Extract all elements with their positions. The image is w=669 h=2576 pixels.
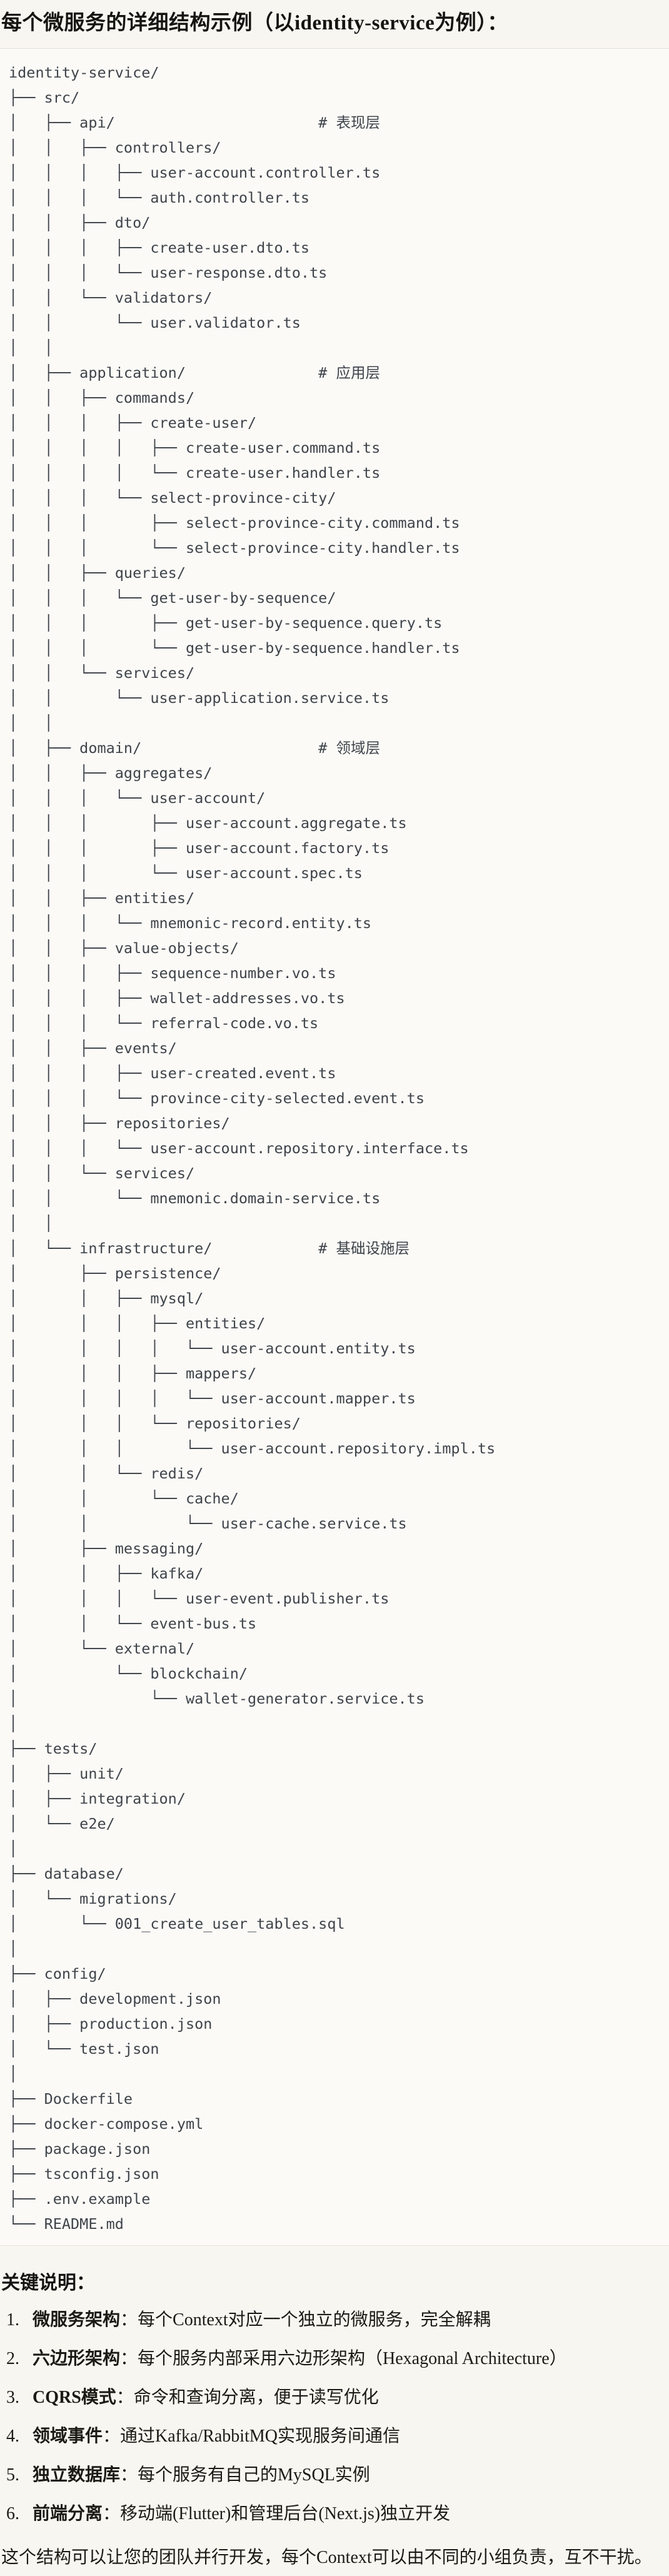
item-number: 5. (6, 2465, 19, 2485)
item-term: 六边形架构 (33, 2348, 121, 2368)
file-tree-code-block: identity-service/ ├── src/ │ ├── api/ # … (0, 48, 669, 2246)
item-term: 领域事件 (33, 2426, 103, 2446)
item-desc: ：每个服务内部采用六边形架构（Hexagonal Architecture） (120, 2348, 567, 2368)
page-title: 每个微服务的详细结构示例（以identity-service为例）： (1, 12, 508, 34)
note-item-domain-events: 4. 领域事件：通过Kafka/RabbitMQ实现服务间通信 (6, 2425, 669, 2448)
file-tree: identity-service/ ├── src/ │ ├── api/ # … (9, 63, 496, 2233)
item-term: 独立数据库 (33, 2465, 121, 2485)
note-item-cqrs: 3. CQRS模式：命令和查询分离，便于读写优化 (6, 2386, 669, 2410)
item-desc: ：每个服务有自己的MySQL实例 (120, 2465, 370, 2485)
note-item-database: 5. 独立数据库：每个服务有自己的MySQL实例 (6, 2463, 669, 2487)
item-number: 4. (6, 2426, 19, 2446)
item-number: 3. (6, 2387, 19, 2407)
note-item-microservice: 1. 微服务架构：每个Context对应一个独立的微服务，完全解耦 (6, 2308, 669, 2332)
closing-paragraph: 这个结构可以让您的团队并行开发，每个Context可以由不同的小组负责，互不干扰… (1, 2547, 652, 2567)
item-number: 6. (6, 2503, 19, 2523)
item-number: 2. (6, 2348, 19, 2368)
item-term: 微服务架构 (33, 2310, 121, 2330)
item-desc: ：移动端(Flutter)和管理后台(Next.js)独立开发 (103, 2503, 451, 2523)
item-desc: ：命令和查询分离，便于读写优化 (116, 2387, 379, 2407)
notes-heading: 关键说明： (1, 2272, 95, 2293)
note-item-hexagonal: 2. 六边形架构：每个服务内部采用六边形架构（Hexagonal Architec… (6, 2347, 669, 2371)
item-term: 前端分离 (33, 2503, 103, 2523)
item-desc: ：每个Context对应一个独立的微服务，完全解耦 (120, 2310, 491, 2330)
item-number: 1. (6, 2310, 19, 2330)
notes-list: 1. 微服务架构：每个Context对应一个独立的微服务，完全解耦 2. 六边形架构… (0, 2308, 669, 2526)
item-term: CQRS模式 (33, 2387, 116, 2407)
note-item-frontend: 6. 前端分离：移动端(Flutter)和管理后台(Next.js)独立开发 (6, 2502, 669, 2526)
item-desc: ：通过Kafka/RabbitMQ实现服务间通信 (103, 2426, 400, 2446)
